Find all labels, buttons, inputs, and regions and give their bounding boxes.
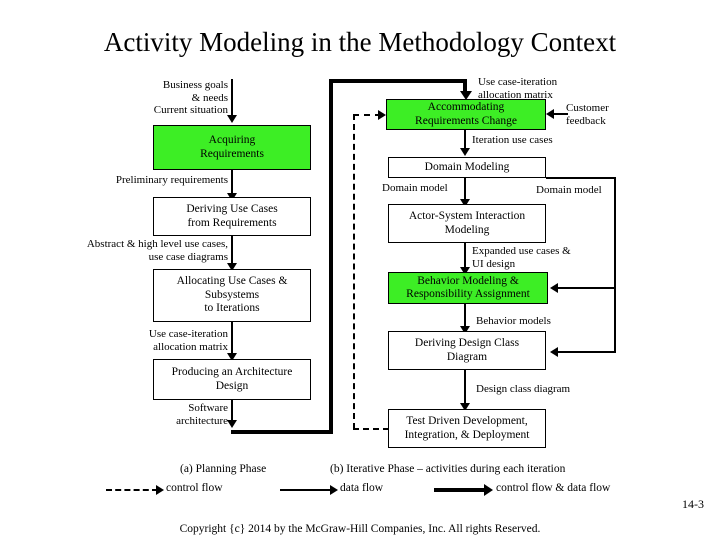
node-label: Domain Modeling bbox=[424, 160, 510, 173]
node-label: Test Driven Development, Integration, & … bbox=[404, 415, 530, 441]
node-label: Allocating Use Cases & Subsystems to Ite… bbox=[176, 275, 288, 315]
connector-allocating-to-producing bbox=[231, 322, 233, 357]
label-design-class-diagram: Design class diagram bbox=[476, 383, 571, 395]
legend-line-control-flow bbox=[106, 489, 158, 491]
node-deriving-use-cases[interactable]: Deriving Use Cases from Requirements bbox=[153, 197, 311, 236]
node-label: Actor-System Interaction Modeling bbox=[408, 210, 526, 236]
legend-label-control-flow: control flow bbox=[166, 482, 223, 494]
arrowhead-controlflow-into-accommodating bbox=[378, 110, 386, 120]
node-accommodating-requirements-change[interactable]: Accommodating Requirements Change bbox=[386, 99, 546, 130]
controlflow-riser bbox=[353, 114, 355, 429]
label-behavior-models: Behavior models bbox=[476, 315, 551, 327]
label-use-case-iteration-matrix-right: Use case-iteration allocation matrix bbox=[478, 76, 558, 101]
label-customer-feedback: Customer feedback bbox=[566, 102, 609, 127]
arrowhead-feedbackbus-to-behavior bbox=[550, 283, 558, 293]
connector-accommodating-to-domain bbox=[464, 130, 466, 151]
node-domain-modeling[interactable]: Domain Modeling bbox=[388, 157, 546, 178]
legend-label-control-and-data-flow: control flow & data flow bbox=[496, 482, 611, 494]
arrowhead-accommodating-to-domain bbox=[460, 148, 470, 156]
label-iteration-use-cases: Iteration use cases bbox=[472, 134, 553, 146]
node-label: Deriving Use Cases from Requirements bbox=[186, 203, 278, 229]
connector-customer-feedback bbox=[554, 113, 568, 115]
arrowhead-deriving-to-allocating bbox=[227, 263, 237, 271]
node-producing-architecture[interactable]: Producing an Architecture Design bbox=[153, 359, 311, 400]
label-domain-model-right: Domain model bbox=[536, 184, 602, 196]
node-label: Acquiring Requirements bbox=[200, 134, 264, 160]
node-deriving-design-class[interactable]: Deriving Design Class Diagram bbox=[388, 331, 546, 370]
arrowhead-actor-to-behavior bbox=[460, 267, 470, 275]
label-software-architecture: Software architecture bbox=[176, 402, 228, 427]
connector-actor-to-behavior bbox=[464, 243, 466, 271]
feedbackbus-riser bbox=[614, 177, 616, 353]
arrowhead-feedbackbus-to-design-class bbox=[550, 347, 558, 357]
legend-arrowhead-data-flow bbox=[330, 485, 338, 495]
label-expanded-use-cases: Expanded use cases & UI design bbox=[472, 245, 571, 270]
thickflow-bottom-segment bbox=[231, 430, 333, 434]
label-business-goals: Business goals & needs Current situation bbox=[153, 79, 228, 117]
controlflow-tdd-left-segment bbox=[353, 428, 389, 430]
feedbackbus-top-segment bbox=[546, 177, 616, 179]
connector-acquiring-to-deriving bbox=[231, 170, 233, 196]
arrowhead-design-class-to-tdd bbox=[460, 403, 470, 411]
caption-planning-phase: (a) Planning Phase bbox=[180, 463, 267, 475]
legend-arrowhead-control-flow bbox=[156, 485, 164, 495]
connector-producing-down bbox=[231, 400, 233, 424]
thickflow-down-into-accommodating bbox=[463, 79, 467, 93]
controlflow-into-accommodating bbox=[353, 114, 381, 116]
arrowhead-producing-down bbox=[227, 420, 237, 428]
page-number: 14-3 bbox=[682, 497, 704, 511]
node-acquiring-requirements[interactable]: Acquiring Requirements bbox=[153, 125, 311, 170]
connector-goals-to-acquiring bbox=[231, 79, 233, 117]
node-test-driven-development[interactable]: Test Driven Development, Integration, & … bbox=[388, 409, 546, 448]
feedbackbus-to-design-class bbox=[558, 351, 616, 353]
label-abstract-use-cases: Abstract & high level use cases, use cas… bbox=[86, 238, 228, 263]
connector-design-class-to-tdd bbox=[464, 370, 466, 407]
node-label: Producing an Architecture Design bbox=[171, 366, 293, 392]
node-label: Deriving Design Class Diagram bbox=[414, 337, 520, 363]
label-domain-model-left: Domain model bbox=[382, 182, 448, 194]
label-use-case-iteration-matrix-left: Use case-iteration allocation matrix bbox=[148, 328, 228, 353]
caption-iterative-phase: (b) Iterative Phase – activities during … bbox=[330, 463, 566, 475]
arrowhead-customer-feedback bbox=[546, 109, 554, 119]
arrowhead-domain-to-actor bbox=[460, 199, 470, 207]
node-behavior-modeling[interactable]: Behavior Modeling & Responsibility Assig… bbox=[388, 272, 548, 304]
arrowhead-goals-to-acquiring bbox=[227, 115, 237, 123]
arrowhead-allocating-to-producing bbox=[227, 353, 237, 361]
legend-label-data-flow: data flow bbox=[340, 482, 384, 494]
page-title: Activity Modeling in the Methodology Con… bbox=[103, 27, 617, 57]
feedbackbus-to-behavior bbox=[558, 287, 616, 289]
thickflow-top-segment bbox=[329, 79, 467, 83]
connector-deriving-to-allocating bbox=[231, 236, 233, 267]
node-label: Accommodating Requirements Change bbox=[415, 101, 517, 127]
node-actor-system-interaction[interactable]: Actor-System Interaction Modeling bbox=[388, 204, 546, 243]
connector-behavior-to-design-class bbox=[464, 304, 466, 330]
node-allocating-use-cases[interactable]: Allocating Use Cases & Subsystems to Ite… bbox=[153, 269, 311, 322]
legend-line-data-flow bbox=[280, 489, 332, 491]
arrowhead-behavior-to-design-class bbox=[460, 326, 470, 334]
legend-line-control-and-data-flow bbox=[434, 488, 486, 492]
connector-domain-to-actor bbox=[464, 178, 466, 203]
copyright-notice: Copyright {c} 2014 by the McGraw-Hill Co… bbox=[179, 523, 541, 535]
label-preliminary-requirements: Preliminary requirements bbox=[115, 174, 228, 186]
node-label: Behavior Modeling & Responsibility Assig… bbox=[406, 274, 530, 301]
arrowhead-thickflow-into-accommodating bbox=[460, 91, 472, 100]
thickflow-right-riser bbox=[329, 79, 333, 434]
legend-arrowhead-control-and-data-flow bbox=[484, 484, 493, 496]
